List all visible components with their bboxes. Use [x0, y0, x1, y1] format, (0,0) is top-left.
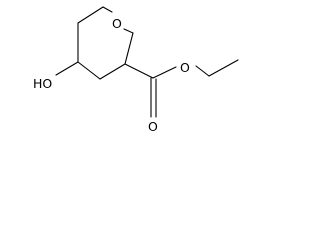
bond-c3-c4 — [77, 6, 104, 24]
bond-carbonyl-ester-oxygen — [152, 66, 177, 79]
bond-ester-oxygen-ch2 — [195, 65, 210, 77]
bond-ch2-ch3 — [208, 59, 239, 77]
structure-diagram: O HO O O — [33, 6, 239, 132]
atom-label-hydroxyl: HO — [33, 76, 52, 91]
bond-c1-c2 — [77, 61, 101, 80]
bond-c4-o-ring — [102, 6, 113, 13]
bond-o-ring-c6 — [123, 28, 134, 34]
atom-label-ester-oxygen: O — [180, 60, 190, 75]
atom-label-carbonyl-oxygen: O — [148, 119, 158, 132]
bond-c2-hydroxyl — [55, 61, 79, 76]
bond-c6-c5 — [124, 32, 134, 65]
atom-label-ring-oxygen: O — [112, 16, 122, 31]
bond-c5-carbonyl-carbon — [124, 63, 154, 79]
bond-c5-c1 — [99, 63, 126, 80]
